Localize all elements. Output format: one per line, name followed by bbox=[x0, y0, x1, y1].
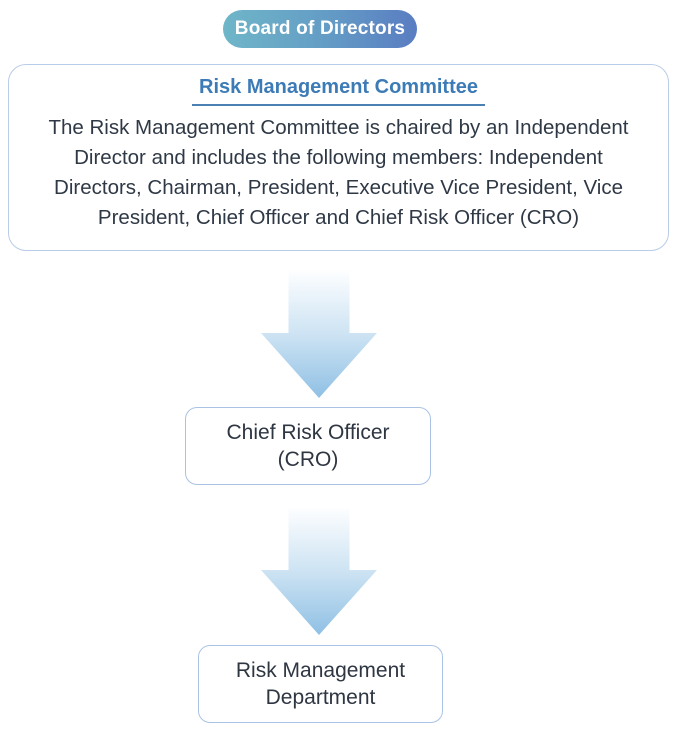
risk-management-committee-node: Risk Management Committee The Risk Manag… bbox=[8, 64, 669, 251]
committee-description-line: Director and includes the following memb… bbox=[74, 146, 603, 169]
committee-description-line: President, Chief Officer and Chief Risk … bbox=[97, 206, 580, 229]
department-label-line2: Department bbox=[265, 686, 376, 709]
department-label-line1: Risk Management bbox=[235, 659, 406, 682]
committee-description-line: Directors, Chairman, President, Executiv… bbox=[54, 176, 623, 199]
cro-label-line2: (CRO) bbox=[277, 448, 339, 471]
down-arrow-icon bbox=[261, 271, 377, 398]
committee-title: Risk Management Committee bbox=[199, 76, 478, 98]
title-underline bbox=[192, 104, 485, 106]
board-of-directors-node: Board of Directors bbox=[223, 10, 417, 48]
board-of-directors-label: Board of Directors bbox=[234, 18, 406, 39]
cro-label-line1: Chief Risk Officer bbox=[226, 421, 390, 444]
risk-management-department-node: Risk Management Department bbox=[198, 645, 443, 723]
chief-risk-officer-node: Chief Risk Officer (CRO) bbox=[185, 407, 431, 485]
committee-description: The Risk Management Committee is chaired… bbox=[9, 113, 668, 233]
down-arrow-icon bbox=[261, 508, 377, 635]
committee-description-line: The Risk Management Committee is chaired… bbox=[48, 116, 629, 139]
